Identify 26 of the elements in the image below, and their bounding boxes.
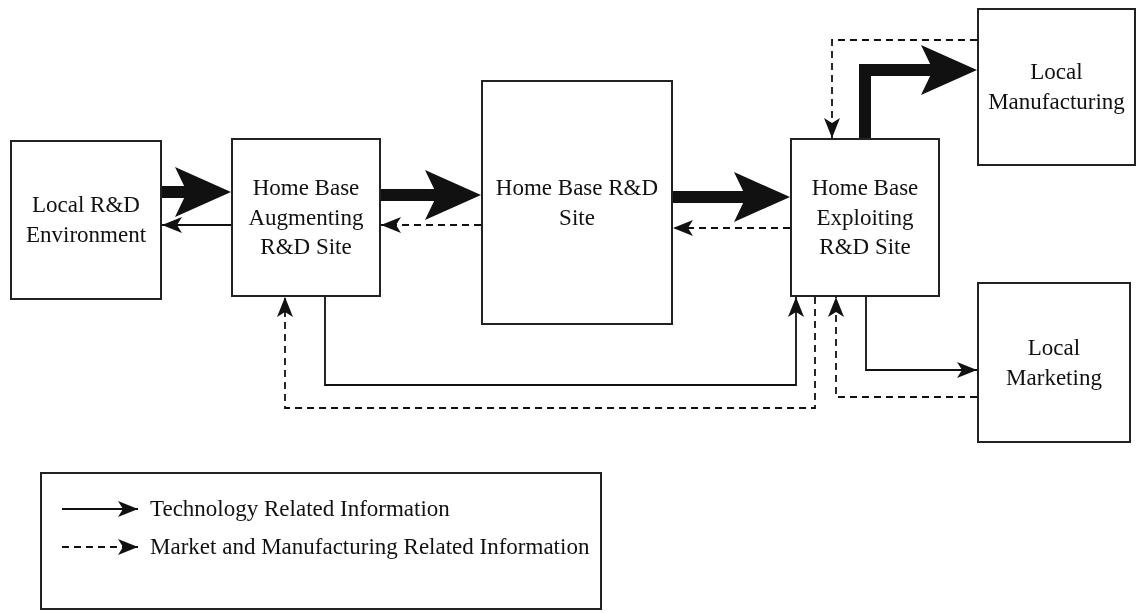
process-box (790, 138, 940, 297)
box-label: Local R&D Environment (24, 191, 148, 249)
process-box (977, 8, 1136, 166)
box-label: Local Manufacturing (987, 58, 1126, 116)
process-box (977, 282, 1131, 443)
process-box (10, 140, 162, 300)
process-box (481, 80, 673, 325)
process-box (231, 138, 381, 297)
dashed-arrow (672, 220, 791, 236)
box-label: Local Marketing (1005, 333, 1103, 392)
legend-label: Market and Manufacturing Related Information (150, 534, 590, 560)
dashed-arrow (380, 217, 482, 233)
box-label: Home Base R&D Site (494, 173, 660, 232)
legend-label: Technology Related Information (150, 496, 450, 522)
box-label: Home Base Exploiting R&D Site (810, 173, 920, 262)
thick-arrow (859, 45, 977, 138)
dashed-arrow (828, 296, 978, 398)
thick-arrow (673, 172, 790, 222)
thick-arrow (381, 170, 481, 220)
dashed-arrow (824, 39, 978, 139)
box-label: Home Base Augmenting R&D Site (247, 173, 365, 262)
dashed-arrow (277, 296, 816, 409)
arrow (161, 217, 232, 233)
arrow (324, 296, 804, 386)
thick-arrow (162, 167, 231, 217)
arrow (865, 296, 978, 378)
